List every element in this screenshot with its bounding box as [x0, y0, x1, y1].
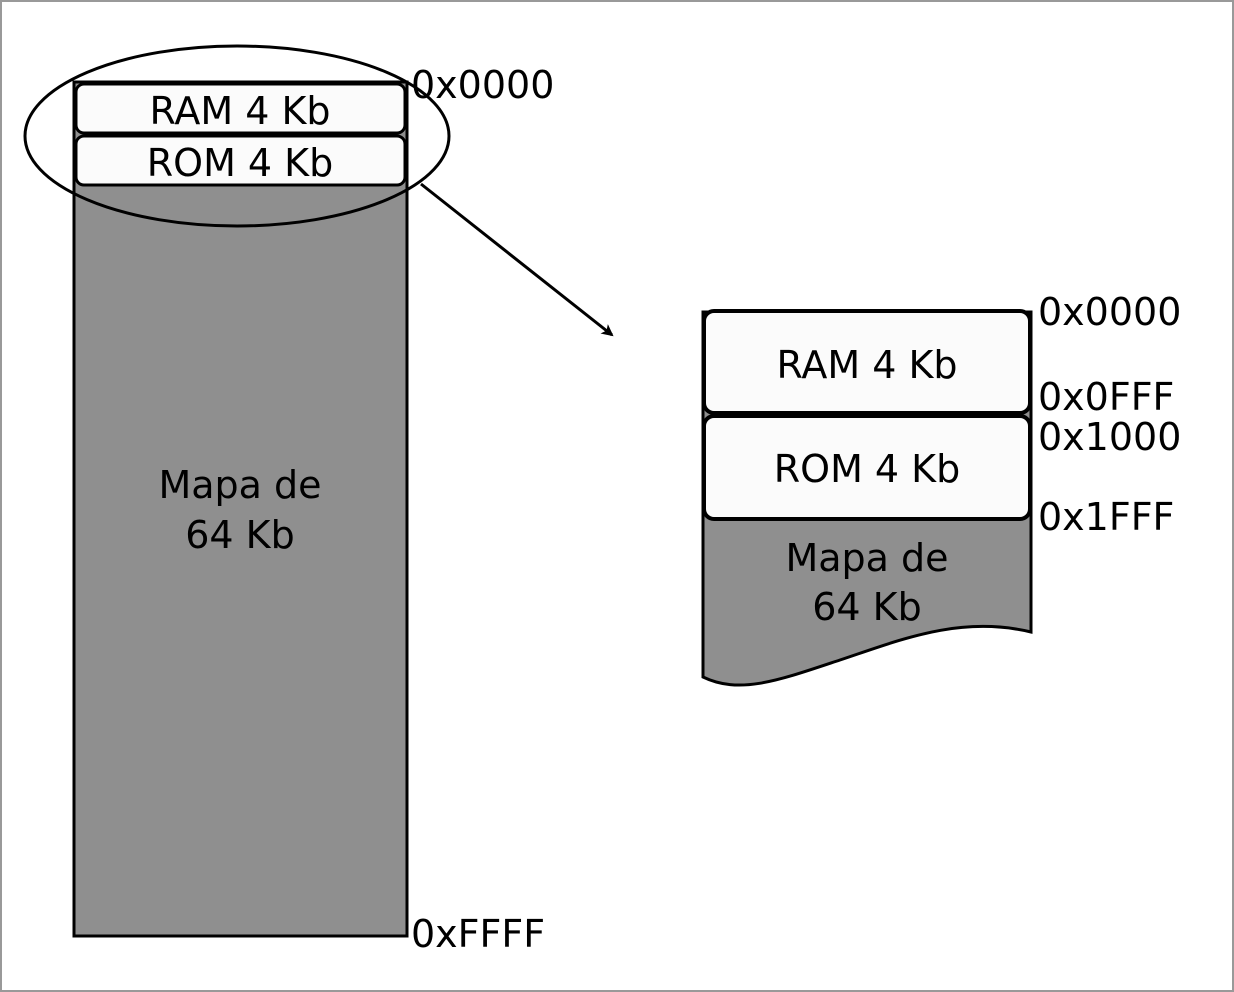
full-map-column — [72, 80, 409, 938]
full-map-end-address: 0xFFFF — [411, 912, 545, 956]
rom-start-address: 0x1000 — [1038, 415, 1181, 459]
full-map-rom-block — [74, 134, 407, 187]
zoom-arrow — [420, 182, 614, 337]
full-map-rom-label: ROM 4 Kb — [147, 141, 333, 185]
full-map-ram-block — [74, 82, 407, 135]
rom-end-address: 0x1FFF — [1038, 495, 1174, 539]
zoomed-map-label-line1: Mapa de — [785, 536, 948, 580]
full-map-label-line1: Mapa de — [158, 463, 321, 507]
zoomed-map-rom-label: ROM 4 Kb — [774, 447, 960, 491]
zoomed-memory-map: RAM 4 Kb ROM 4 Kb Mapa de 64 Kb 0x0000 0… — [701, 290, 1181, 687]
zoomed-map-ram-block — [702, 309, 1032, 415]
full-memory-map: RAM 4 Kb ROM 4 Kb Mapa de 64 Kb 0x0000 0… — [72, 63, 554, 956]
zoomed-map-label-line2: 64 Kb — [812, 585, 921, 629]
full-map-label-line2: 64 Kb — [185, 513, 294, 557]
full-map-ram-label: RAM 4 Kb — [149, 89, 330, 133]
zoomed-map-rom-block — [702, 414, 1032, 521]
zoomed-map-ram-label: RAM 4 Kb — [776, 343, 957, 387]
full-map-start-address: 0x0000 — [411, 63, 554, 107]
highlight-ellipse — [23, 44, 451, 228]
ram-end-address: 0x0FFF — [1038, 375, 1174, 419]
ram-start-address: 0x0000 — [1038, 290, 1181, 334]
